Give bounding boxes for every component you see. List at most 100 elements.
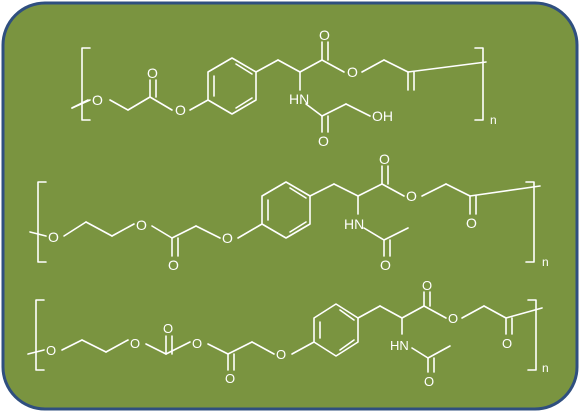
atom-label: OH: [372, 108, 393, 124]
bond: [63, 221, 87, 237]
bond: [165, 341, 191, 355]
left-bracket: [37, 181, 47, 263]
bond: [81, 339, 107, 353]
bond: [461, 305, 485, 319]
atom-label: O: [136, 217, 147, 233]
bond: [255, 59, 279, 73]
atom-label: HN: [289, 91, 309, 107]
atom-label: O: [318, 133, 329, 149]
bond: [361, 59, 385, 73]
left-bracket: [81, 47, 91, 121]
repeat-subscript: n: [542, 361, 549, 375]
atom-label: O: [319, 27, 330, 43]
ring-double-bond: [289, 187, 307, 199]
atom-label: O: [379, 151, 390, 167]
atom-label: O: [168, 257, 179, 273]
atom-label: O: [406, 188, 417, 204]
bond: [345, 103, 371, 117]
atom-label: O: [46, 343, 56, 358]
bond: [237, 223, 263, 239]
atom-label: O: [225, 371, 235, 386]
bond: [363, 227, 385, 241]
polymer-structure-2: [29, 165, 541, 263]
bond: [427, 345, 451, 359]
bond: [423, 305, 447, 319]
repeat-subscript: n: [542, 255, 549, 269]
atom-label: O: [502, 336, 512, 351]
atom-label: O: [147, 65, 158, 81]
polymer-structure-1-labels: O O O O O HN O OH n: [92, 27, 497, 149]
bond: [29, 231, 47, 237]
bond: [357, 183, 383, 197]
bond: [27, 349, 45, 355]
bond: [189, 99, 209, 111]
atom-label: O: [130, 336, 140, 351]
bond: [407, 61, 487, 73]
atom-label: HN: [344, 216, 364, 232]
atom-label: O: [222, 230, 233, 246]
bond: [145, 343, 167, 355]
polymer-structure-1: [71, 41, 487, 133]
bond: [333, 183, 359, 197]
ring-double-bond: [339, 309, 355, 321]
ring-double-bond: [235, 63, 253, 75]
bond: [505, 307, 543, 319]
bond: [421, 183, 447, 197]
bond: [401, 305, 425, 319]
atom-label: O: [380, 257, 391, 273]
atom-label: O: [276, 347, 286, 362]
bond: [291, 341, 315, 355]
left-bracket: [35, 299, 45, 371]
bond: [251, 341, 275, 355]
bond: [379, 305, 403, 319]
atom-label: O: [466, 215, 477, 231]
bond: [149, 96, 173, 111]
bond: [483, 305, 507, 319]
bond: [195, 225, 221, 239]
bond: [109, 99, 129, 111]
atom-label: O: [448, 311, 458, 326]
repeat-subscript: n: [490, 113, 497, 127]
atom-label: O: [48, 229, 59, 245]
bond: [383, 59, 409, 73]
background-panel: [1, 1, 579, 411]
bond: [277, 59, 301, 73]
right-bracket: [474, 47, 484, 121]
bond: [411, 347, 429, 359]
bond: [321, 103, 347, 117]
bond: [227, 341, 253, 355]
bond: [151, 225, 173, 239]
bond: [71, 99, 89, 109]
bond: [207, 343, 229, 355]
bond: [111, 223, 135, 237]
bond: [445, 183, 471, 197]
bond: [171, 225, 197, 239]
atom-label: O: [163, 321, 173, 336]
bond: [357, 305, 381, 319]
right-bracket: [527, 299, 537, 371]
atom-label: O: [347, 64, 358, 80]
polymer-structure-3: [27, 291, 543, 373]
atom-label: O: [92, 92, 103, 108]
bond: [127, 96, 151, 111]
polymer-structure-2-labels: O O O O O O HN O O n: [48, 151, 549, 273]
polymer-structure-3-labels: O O O O O O O O HN O O n: [46, 278, 549, 389]
bond: [85, 221, 113, 237]
bond: [299, 59, 323, 73]
right-bracket: [525, 181, 535, 263]
bond: [305, 103, 323, 117]
atom-label: O: [175, 102, 186, 118]
bond: [381, 183, 405, 197]
bond: [105, 339, 129, 353]
atom-label: O: [192, 336, 202, 351]
bond: [383, 227, 409, 241]
ring-double-bond: [235, 97, 253, 109]
bond: [469, 185, 541, 197]
atom-label: HN: [390, 338, 409, 353]
bond: [61, 339, 83, 351]
ring-double-bond: [339, 339, 355, 351]
atom-label: O: [422, 278, 432, 293]
bond: [321, 59, 345, 73]
